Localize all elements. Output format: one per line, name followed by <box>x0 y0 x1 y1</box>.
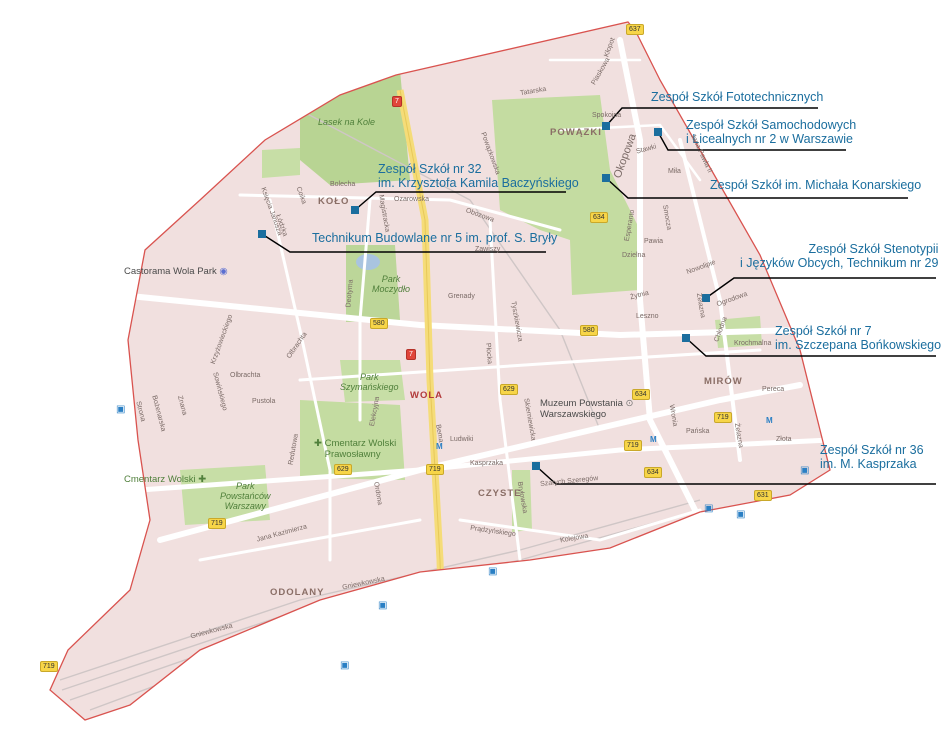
road-shield: 7 <box>392 96 402 107</box>
school-label-samochodowe[interactable]: Zespół Szkół Samochodowych i Licealnych … <box>686 118 856 146</box>
street-label: Kasprzaka <box>470 460 504 467</box>
school-name-line: Zespół Szkół nr 7 <box>775 324 872 338</box>
road-shield: 580 <box>370 318 388 329</box>
school-leaders <box>261 107 936 485</box>
street-label: Miła <box>668 168 681 175</box>
metro-icon[interactable]: M <box>436 442 443 451</box>
museum-icon: ⊙ <box>625 398 634 409</box>
school-label-konarski[interactable]: Zespół Szkół im. Michała Konarskiego <box>710 178 921 192</box>
road-shield: 634 <box>590 212 608 223</box>
road-shield: 719 <box>208 518 226 529</box>
cemetery-icon: ✚ <box>314 438 322 449</box>
train-station-icon[interactable]: ▣ <box>736 509 746 520</box>
school-name-line: i Języków Obcych, Technikum nr 29 <box>740 256 939 270</box>
district-odolany: ODOLANY <box>270 587 325 598</box>
school-label-nr7[interactable]: Zespół Szkół nr 7 im. Szczepana Bońkowsk… <box>775 324 941 352</box>
poi-castorama[interactable]: Castorama Wola Park ◉ <box>124 266 228 277</box>
train-station-icon[interactable]: ▣ <box>488 566 498 577</box>
school-label-budowlane[interactable]: Technikum Budowlane nr 5 im. prof. S. Br… <box>312 231 557 245</box>
school-name-line: im. Szczepana Bońkowskiego <box>775 338 941 352</box>
metro-icon[interactable]: M <box>766 416 773 425</box>
street-label: Pereca <box>762 386 785 393</box>
street-label: Spokojna <box>592 112 622 119</box>
park-powazki-cemetery <box>492 95 640 295</box>
road-shield: 631 <box>754 490 772 501</box>
street-label: Złota <box>776 436 792 443</box>
district-kolo: KOŁO <box>318 196 350 207</box>
street-label: Pustola <box>252 398 276 405</box>
school-label-fototech[interactable]: Zespół Szkół Fototechnicznych <box>651 90 823 104</box>
school-name-line: im. M. Kasprzaka <box>820 457 917 471</box>
metro-icon[interactable]: M <box>650 435 657 444</box>
road-shield: 719 <box>426 464 444 475</box>
park-cemetery-wolski <box>300 400 405 480</box>
school-name-line: Zespół Szkół Stenotypii <box>808 242 939 256</box>
street-label: Ludwiki <box>450 436 474 443</box>
road-shield: 7 <box>406 349 416 360</box>
street-label: Dzielna <box>622 252 646 259</box>
school-name-line: Zespół Szkół Fototechnicznych <box>651 90 824 104</box>
shop-icon: ◉ <box>219 266 228 277</box>
district-powazki: POWĄZKI <box>550 127 602 138</box>
cemetery-icon: ✚ <box>198 474 207 485</box>
district-mirow: MIRÓW <box>704 376 743 387</box>
train-station-icon[interactable]: ▣ <box>116 404 126 415</box>
school-name-line: Zespół Szkół nr 32 <box>378 162 482 176</box>
train-station-icon[interactable]: ▣ <box>704 503 714 514</box>
pond-moczydlo <box>356 254 380 270</box>
road-shield: 634 <box>632 389 650 400</box>
school-name-line: Technikum Budowlane nr 5 im. prof. S. Br… <box>312 231 558 245</box>
street-label: Zawiszy <box>475 246 501 253</box>
school-name-line: i Licealnych nr 2 w Warszawie <box>686 132 853 146</box>
park-szymanskiego <box>340 360 405 402</box>
road-shield: 634 <box>644 467 662 478</box>
street-label: Leszno <box>636 313 659 320</box>
train-station-icon[interactable]: ▣ <box>800 465 810 476</box>
street-label: Krochmalna <box>734 340 772 347</box>
street-label: Pawia <box>644 238 664 245</box>
street-label: Ozarowska <box>394 196 430 203</box>
train-station-icon[interactable]: ▣ <box>340 660 350 671</box>
road-shield: 719 <box>624 440 642 451</box>
park-label-lasek: Lasek na Kole <box>318 117 376 127</box>
road-shield: 719 <box>40 661 58 672</box>
park-brylowska <box>512 470 532 532</box>
school-name-line: Zespół Szkół nr 36 <box>820 443 924 457</box>
park-lasek-small <box>262 148 300 178</box>
district-wola: WOLA <box>410 390 444 401</box>
street-label: Bolecha <box>330 181 356 188</box>
school-name-line: Zespół Szkół Samochodowych <box>686 118 857 132</box>
street-label: Grenady <box>448 293 475 300</box>
district-czyste: CZYSTE <box>478 488 522 499</box>
school-markers <box>258 122 710 470</box>
road-shield: 629 <box>500 384 518 395</box>
school-name-line: Zespół Szkół im. Michała Konarskiego <box>710 178 922 192</box>
road-shield: 719 <box>714 412 732 423</box>
road-shield: 580 <box>580 325 598 336</box>
school-label-stenotypii[interactable]: Zespół Szkół Stenotypii i Języków Obcych… <box>740 242 938 270</box>
school-name-line: im. Krzysztofa Kamila Baczyńskiego <box>378 176 579 190</box>
street-label: Olbrachta <box>230 372 261 379</box>
school-label-nr32[interactable]: Zespół Szkół nr 32 im. Krzysztofa Kamila… <box>378 162 579 190</box>
poi-cmentarz-wolski[interactable]: Cmentarz Wolski ✚ <box>124 474 207 485</box>
train-station-icon[interactable]: ▣ <box>378 600 388 611</box>
road-shield: 637 <box>626 24 644 35</box>
road-shield: 629 <box>334 464 352 475</box>
school-label-nr36[interactable]: Zespół Szkół nr 36 im. M. Kasprzaka <box>820 443 924 471</box>
road-network <box>117 37 830 562</box>
street-label: Pańska <box>686 428 710 435</box>
district-outline <box>49 21 831 721</box>
